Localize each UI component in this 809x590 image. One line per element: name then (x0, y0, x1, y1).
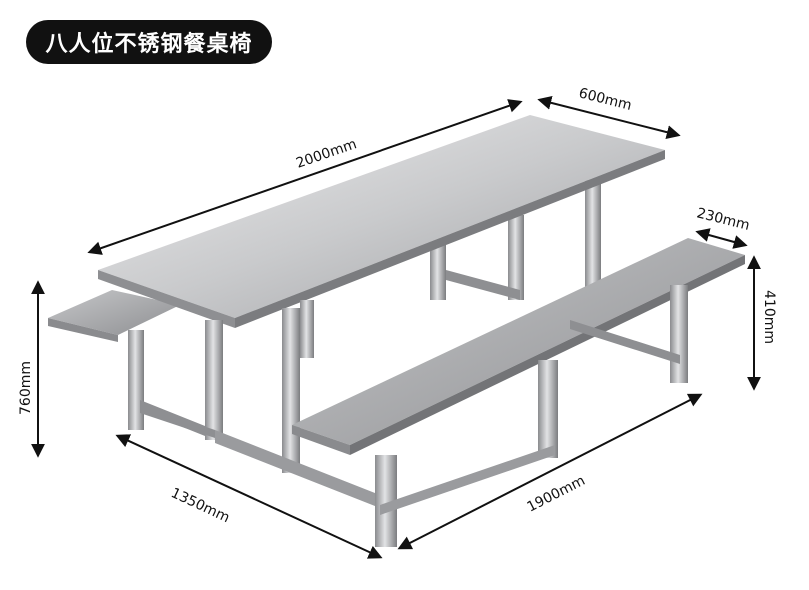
product-title: 八人位不锈钢餐桌椅 (45, 32, 253, 57)
product-title-badge: 八人位不锈钢餐桌椅 (26, 20, 272, 64)
dim-table-width: 600mm (577, 85, 633, 114)
dimension-arrows (31, 95, 761, 559)
dim-bench-width: 230mm (695, 205, 751, 234)
dim-table-height: 760mm (18, 361, 34, 415)
left-bench (48, 290, 215, 440)
dim-bench-height: 410mm (761, 290, 777, 344)
dim-table-length: 2000mm (294, 136, 359, 172)
dim-frame-depth: 1350mm (168, 485, 232, 526)
